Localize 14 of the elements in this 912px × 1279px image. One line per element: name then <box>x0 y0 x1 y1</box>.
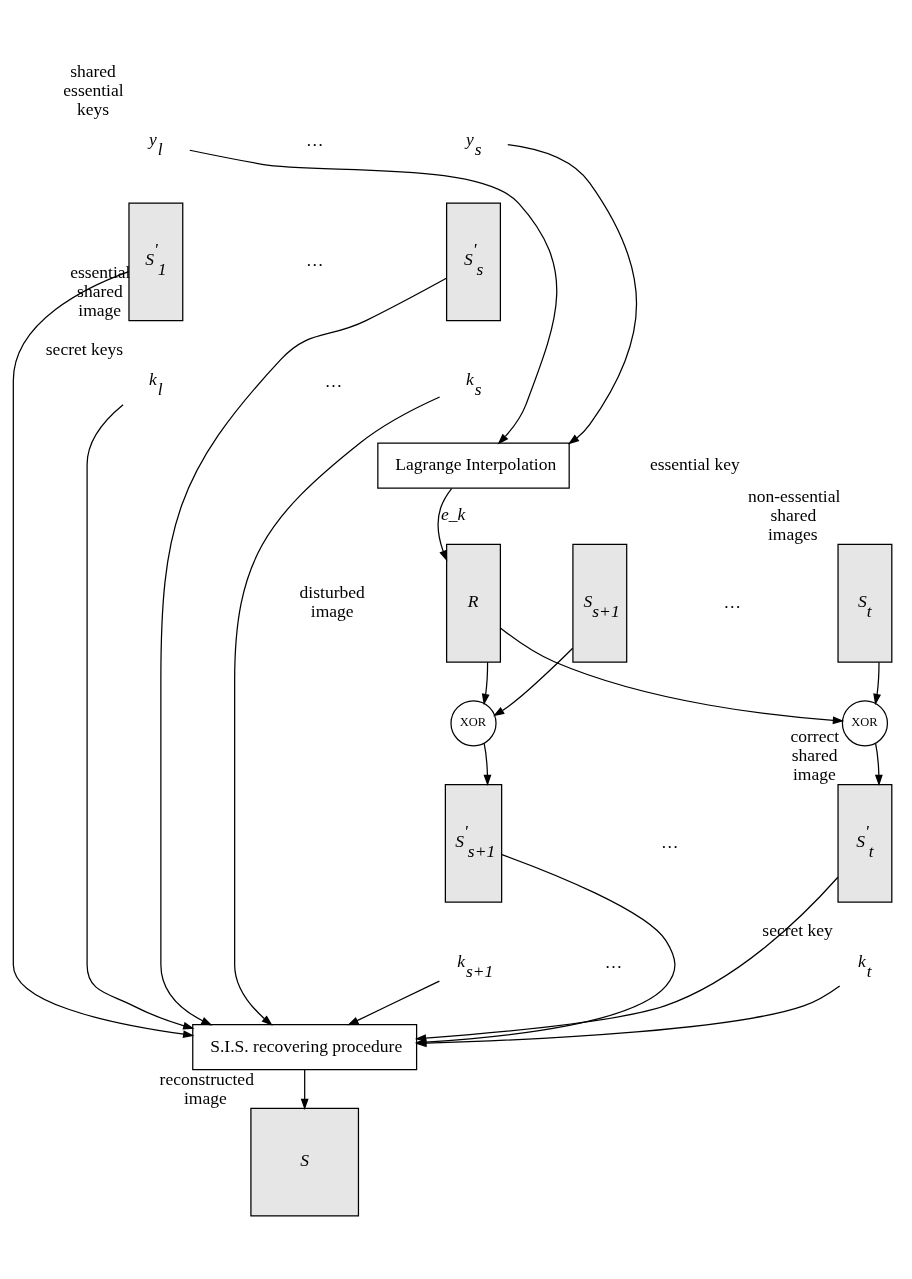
label: … <box>305 250 324 271</box>
label: … <box>604 952 623 973</box>
label: essential key <box>649 454 740 475</box>
node-label: secret keys <box>45 338 124 359</box>
label: … <box>305 130 324 151</box>
label: … <box>324 370 343 391</box>
label: disturbed image <box>299 582 365 622</box>
label: … <box>723 591 742 612</box>
node-label: shared essential keys <box>63 61 124 119</box>
node-label: reconstructed image <box>159 1068 254 1108</box>
node-label: correct shared image <box>790 726 840 784</box>
edge-label: e_k <box>440 503 466 524</box>
node-label: non-essential shared images <box>748 486 841 544</box>
label: … <box>661 831 679 852</box>
